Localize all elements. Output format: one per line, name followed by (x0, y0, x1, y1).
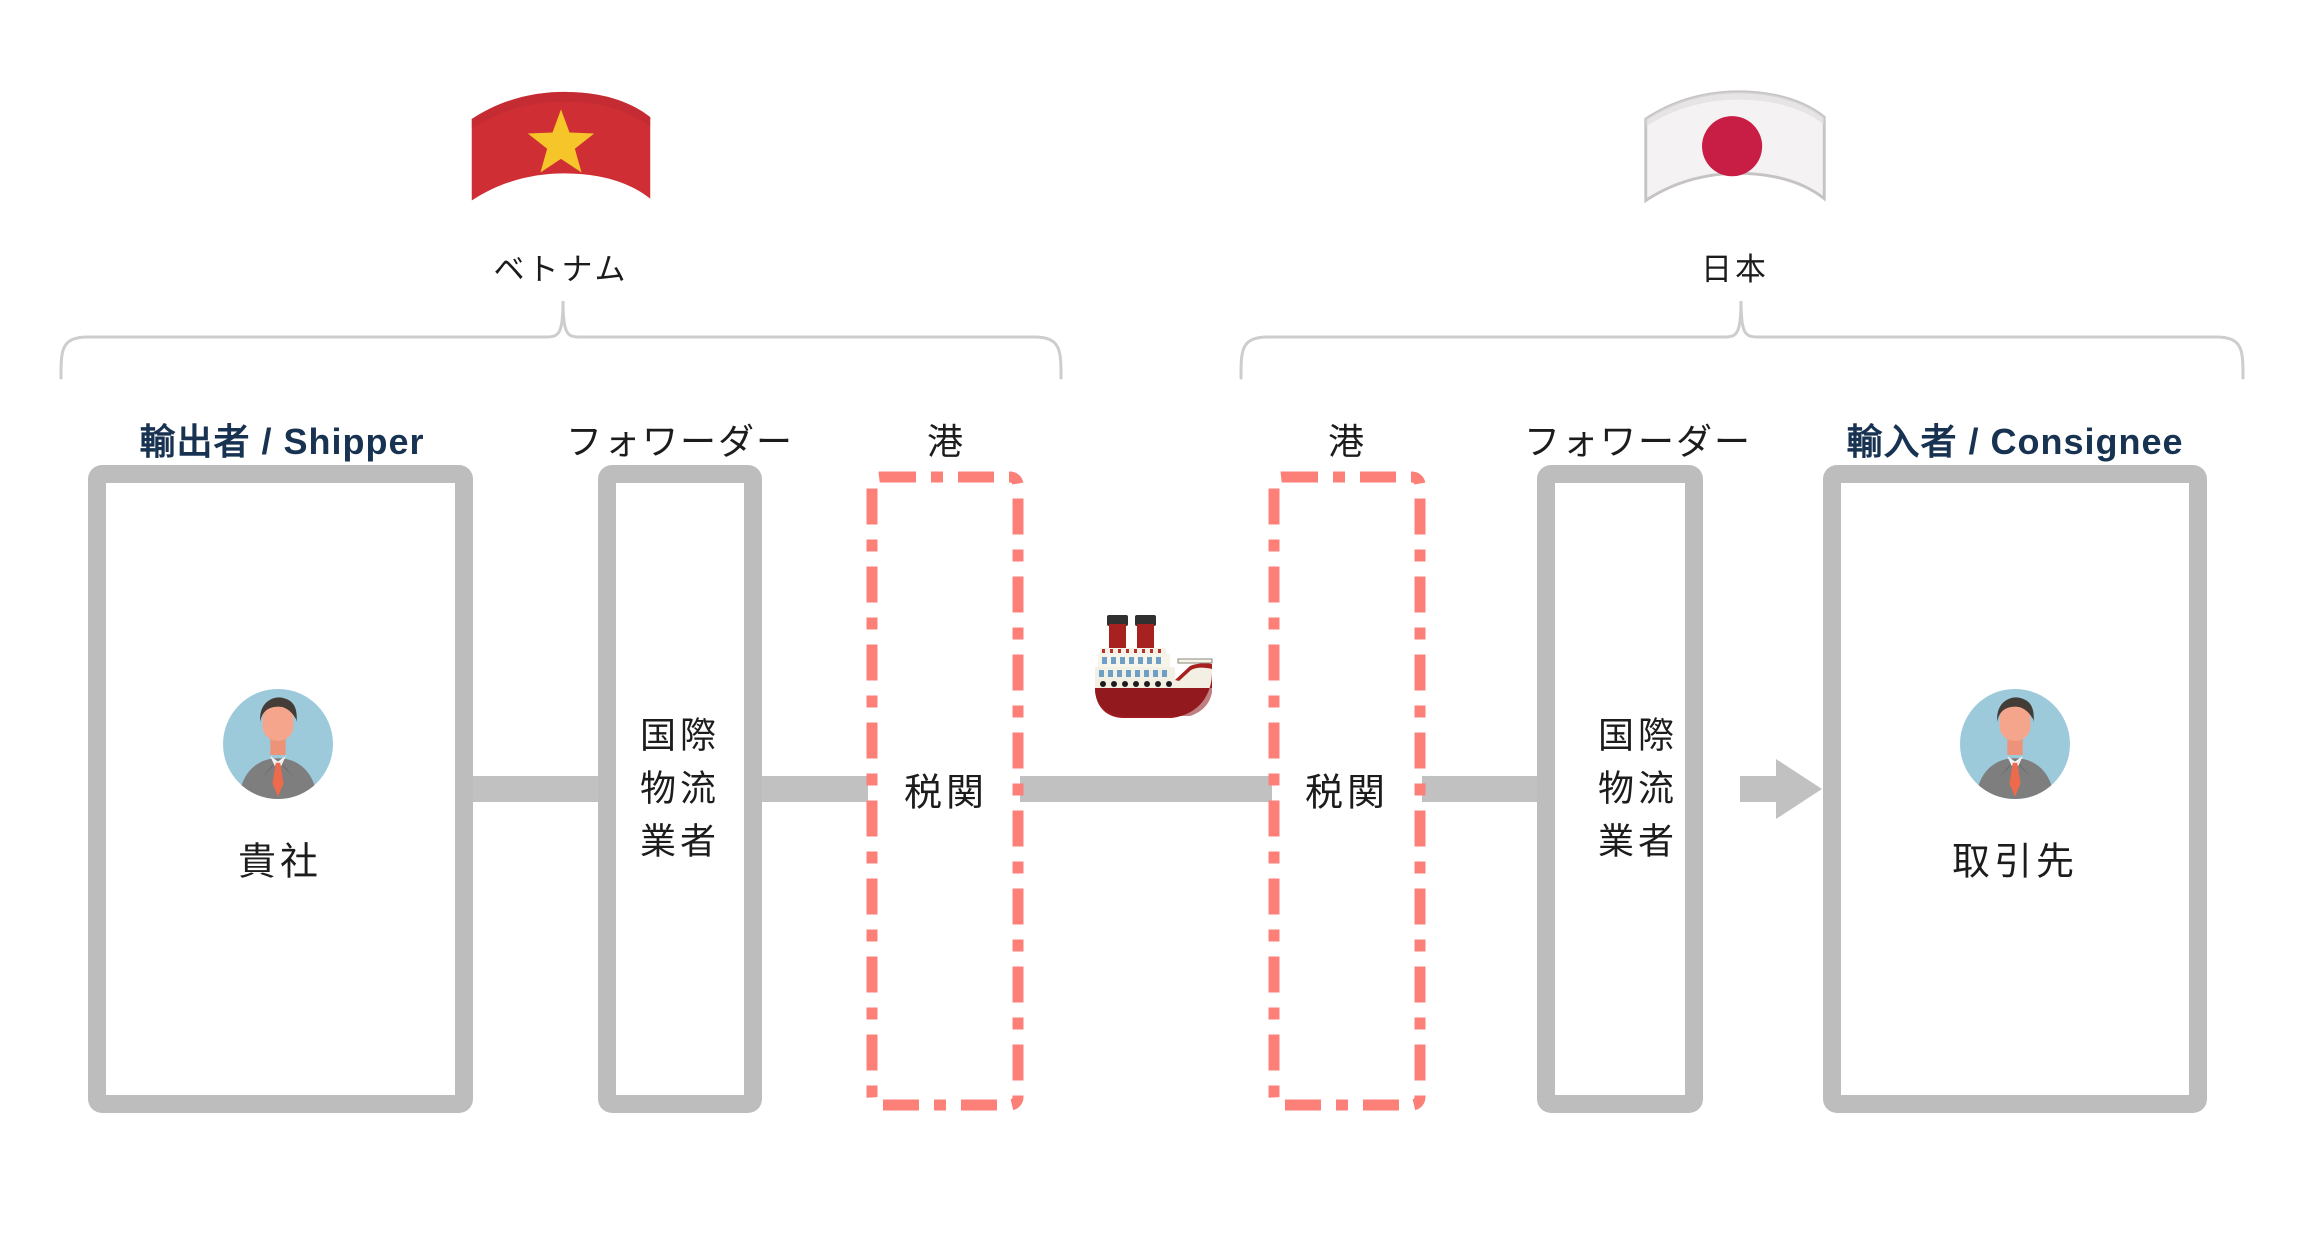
flow-line-forwarder-port (762, 776, 868, 802)
forwarder-column-label-vn: フォワーダー (565, 421, 795, 462)
customs-inner-label-jp: 税関 (1304, 772, 1390, 815)
businessman-avatar (223, 689, 333, 799)
vietnam-flag-icon (471, 91, 651, 201)
flow-arrowhead (1776, 759, 1822, 819)
consignee-inner-label: 取引先 (1951, 841, 2079, 884)
japan-flag-icon (1644, 90, 1826, 204)
forwarder-box-vn (598, 465, 762, 1113)
port-box-vn (866, 471, 1024, 1111)
businessman-avatar (1960, 689, 2070, 799)
shipper-inner-label: 貴社 (237, 841, 323, 884)
flow-line-port-to-port (1020, 776, 1272, 802)
japan-label: 日本 (1701, 252, 1769, 287)
flow-line-shipper-forwarder (473, 776, 598, 802)
flow-line-port-forwarder (1422, 776, 1537, 802)
ship-icon (1095, 615, 1213, 718)
consignee-column-label: 輸入者 / Consignee (1846, 421, 2184, 462)
port-column-label-jp: 港 (1327, 421, 1367, 462)
forwarder-box-jp (1537, 465, 1703, 1113)
forwarder-inner-label-jp: 国際 物流 業者 (1597, 714, 1679, 862)
japan-scope-brace (1239, 300, 2245, 380)
port-box-jp (1268, 471, 1426, 1111)
port-column-label-vn: 港 (926, 421, 966, 462)
shipper-column-label: 輸出者 / Shipper (139, 421, 425, 462)
forwarder-column-label-jp: フォワーダー (1523, 421, 1753, 462)
customs-inner-label-vn: 税関 (903, 772, 989, 815)
forwarder-inner-label-vn: 国際 物流 業者 (639, 714, 721, 862)
vietnam-scope-brace (59, 300, 1063, 380)
vietnam-label: ベトナム (493, 252, 629, 287)
flow-line-forwarder-consignee (1740, 776, 1778, 802)
